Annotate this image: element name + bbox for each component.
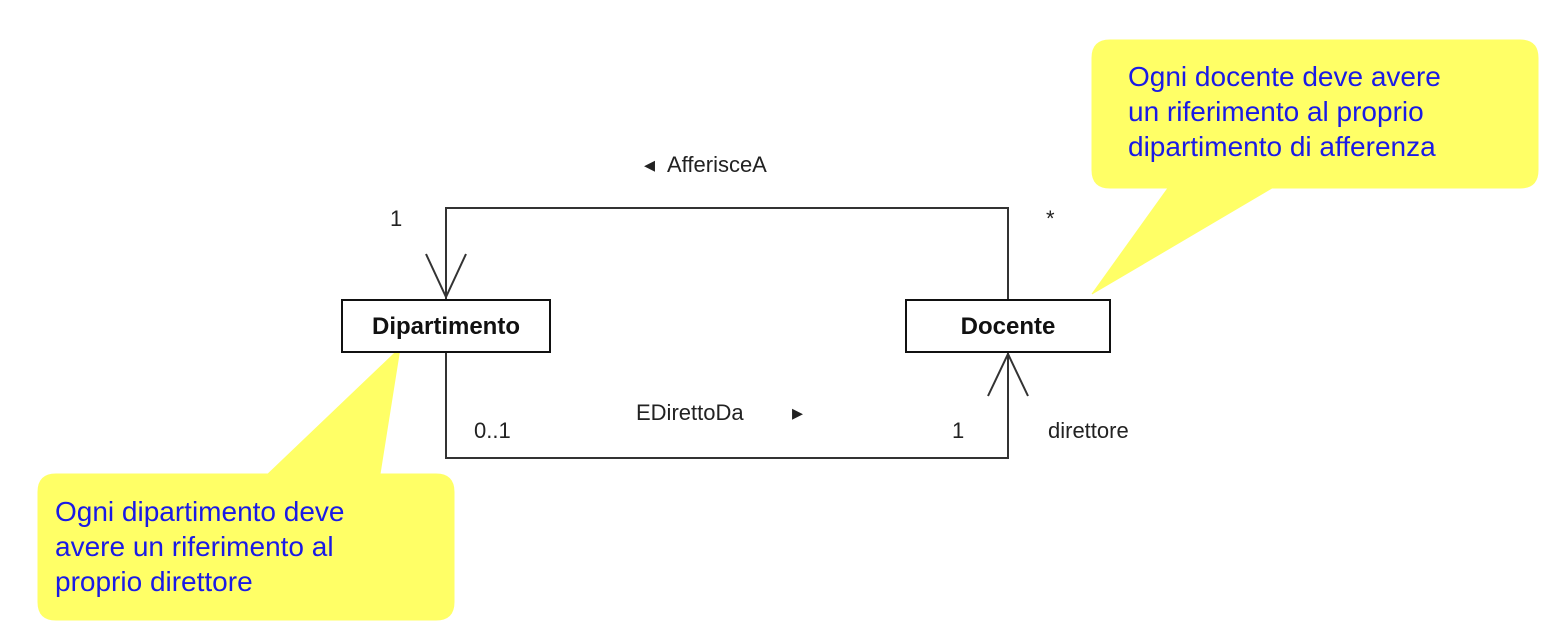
callout-docente-line-2: un riferimento al proprio <box>1128 96 1424 127</box>
diretto-name: EDirettoDa <box>636 400 744 425</box>
association-diretto: EDirettoDa ▸ 0..1 1 direttore <box>445 351 1129 459</box>
afferisce-name: AfferisceA <box>667 152 767 177</box>
class-dipartimento[interactable]: Dipartimento <box>341 299 551 353</box>
association-afferisce-line <box>445 207 1009 300</box>
diretto-role-docente: direttore <box>1048 418 1129 443</box>
afferisce-direction-glyph: ◂ <box>644 152 655 177</box>
callout-dipartimento: Ogni dipartimento deve avere un riferime… <box>37 346 455 621</box>
class-dipartimento-name: Dipartimento <box>372 313 520 340</box>
afferisce-mult-docente: * <box>1046 206 1055 231</box>
callout-dipartimento-line-3: proprio direttore <box>55 566 253 597</box>
class-docente-box <box>905 299 1111 353</box>
class-docente-name: Docente <box>961 313 1056 340</box>
callout-docente-shape <box>1091 39 1539 295</box>
diretto-mult-dipartimento: 0..1 <box>474 418 511 443</box>
class-docente[interactable]: Docente <box>905 299 1111 353</box>
callout-dipartimento-line-1: Ogni dipartimento deve <box>55 496 345 527</box>
afferisce-mult-dipartimento: 1 <box>390 206 402 231</box>
callout-dipartimento-line-2: avere un riferimento al <box>55 531 334 562</box>
association-afferisce: ◂ AfferisceA 1 * <box>390 152 1055 300</box>
callout-docente-line-1: Ogni docente deve avere <box>1128 61 1441 92</box>
association-diretto-line <box>445 352 1009 459</box>
arrowhead-to-dipartimento <box>425 253 467 300</box>
diretto-mult-docente: 1 <box>952 418 964 443</box>
class-dipartimento-box <box>341 299 551 353</box>
callout-docente: Ogni docente deve avere un riferimento a… <box>1091 39 1539 295</box>
arrowhead-to-docente <box>987 351 1029 397</box>
callout-dipartimento-shape <box>37 346 455 621</box>
callout-docente-line-3: dipartimento di afferenza <box>1128 131 1436 162</box>
diretto-direction-glyph: ▸ <box>792 400 803 425</box>
